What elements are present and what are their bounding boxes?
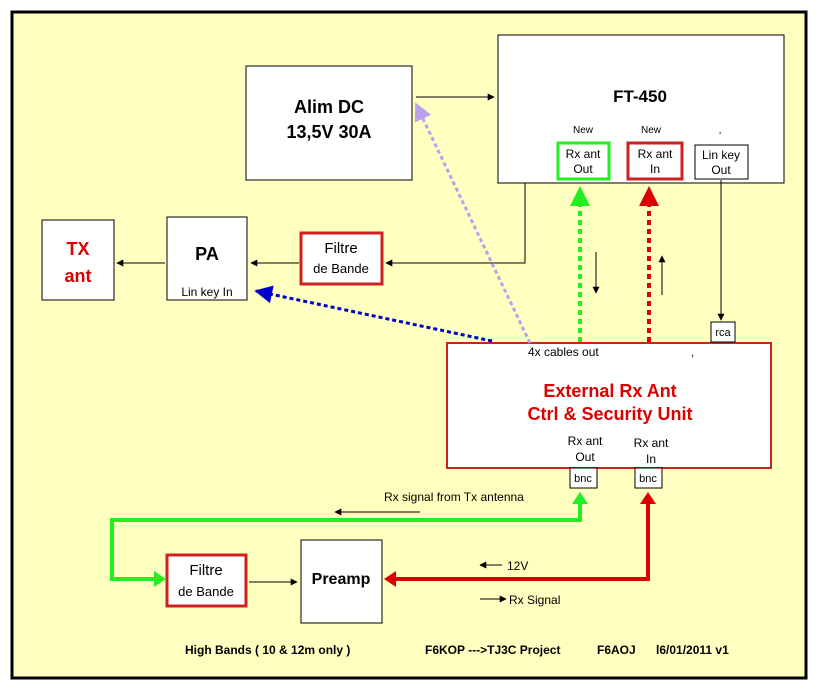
pa-lin-key-in: Lin key In bbox=[181, 285, 232, 299]
alim-spec: 13,5V 30A bbox=[286, 122, 371, 142]
footer-project: F6KOP --->TJ3C Project bbox=[425, 643, 560, 657]
green-cable bbox=[110, 498, 582, 581]
svg-text:Rx ant: Rx ant bbox=[638, 147, 673, 161]
svg-text:Filtre: Filtre bbox=[324, 240, 357, 257]
filtre-top-box: Filtre de Bande bbox=[299, 231, 384, 286]
pa-title: PA bbox=[195, 244, 219, 264]
red-cable-left-arrowhead bbox=[384, 571, 396, 587]
footer-bands: High Bands ( 10 & 12m only ) bbox=[185, 643, 350, 657]
svg-text:ant: ant bbox=[65, 266, 92, 286]
control-unit-box: 4x cables out , External Rx Ant Ctrl & S… bbox=[446, 342, 772, 469]
radio-dot-mark: , bbox=[719, 125, 722, 136]
ft450-title: FT-450 bbox=[613, 87, 667, 106]
alim-title: Alim DC bbox=[294, 97, 364, 117]
svg-text:Filtre: Filtre bbox=[189, 562, 222, 579]
svg-text:Out: Out bbox=[711, 163, 731, 177]
green-cable-right-arrowhead bbox=[154, 571, 166, 587]
tx-ant-box: TX ant bbox=[41, 219, 115, 301]
svg-text:TX: TX bbox=[66, 239, 89, 259]
svg-text:Rx ant: Rx ant bbox=[568, 434, 603, 448]
svg-text:In: In bbox=[650, 162, 660, 176]
unit-dot-mark: , bbox=[691, 347, 694, 359]
svg-text:Out: Out bbox=[573, 162, 593, 176]
ft450-rx-ant-out-port: Rx ant Out bbox=[556, 141, 611, 181]
svg-text:rca: rca bbox=[715, 327, 731, 339]
unit-title-1: External Rx Ant bbox=[543, 381, 676, 401]
preamp-title: Preamp bbox=[312, 571, 371, 588]
svg-text:Out: Out bbox=[575, 450, 595, 464]
ft450-lin-key-out-port: Lin key Out bbox=[694, 144, 749, 180]
12v-label: 12V bbox=[507, 559, 528, 573]
footer-date: l6/01/2011 v1 bbox=[656, 643, 729, 657]
svg-text:bnc: bnc bbox=[574, 473, 592, 485]
bnc-connector-in: bnc bbox=[634, 467, 663, 489]
radio-to-filtre-arrow bbox=[385, 183, 526, 267]
pa-box: PA Lin key In bbox=[166, 216, 248, 301]
rx-signal-label: Rx Signal bbox=[509, 593, 560, 607]
svg-text:Lin key: Lin key bbox=[702, 148, 740, 162]
footer-author: F6AOJ bbox=[597, 643, 636, 657]
svg-text:Rx ant: Rx ant bbox=[566, 147, 601, 161]
red-cable bbox=[394, 498, 650, 581]
green-cable-up-arrowhead bbox=[572, 492, 588, 504]
blue-dotted-linkey-arrow bbox=[254, 285, 493, 343]
svg-text:In: In bbox=[646, 452, 656, 466]
bnc-connector-out: bnc bbox=[569, 467, 598, 489]
new-label-rx-in: New bbox=[641, 125, 662, 136]
filtre-bottom-box: Filtre de Bande bbox=[165, 553, 248, 608]
unit-title-2: Ctrl & Security Unit bbox=[527, 404, 692, 424]
alim-dc-box: Alim DC 13,5V 30A bbox=[245, 65, 413, 181]
rca-connector: rca bbox=[710, 321, 736, 343]
cables-out-label: 4x cables out bbox=[528, 345, 599, 359]
svg-text:bnc: bnc bbox=[639, 473, 657, 485]
rx-signal-tx-antenna-label: Rx signal from Tx antenna bbox=[384, 490, 524, 504]
ft450-rx-ant-in-port: Rx ant In bbox=[626, 141, 684, 181]
preamp-box: Preamp bbox=[300, 539, 383, 624]
red-cable-up-arrowhead bbox=[640, 492, 656, 504]
new-label-rx-out: New bbox=[573, 125, 594, 136]
svg-text:de Bande: de Bande bbox=[178, 584, 234, 599]
svg-text:Rx ant: Rx ant bbox=[634, 436, 669, 450]
lilac-dotted-power-arrow bbox=[414, 102, 532, 344]
svg-text:de Bande: de Bande bbox=[313, 261, 369, 276]
